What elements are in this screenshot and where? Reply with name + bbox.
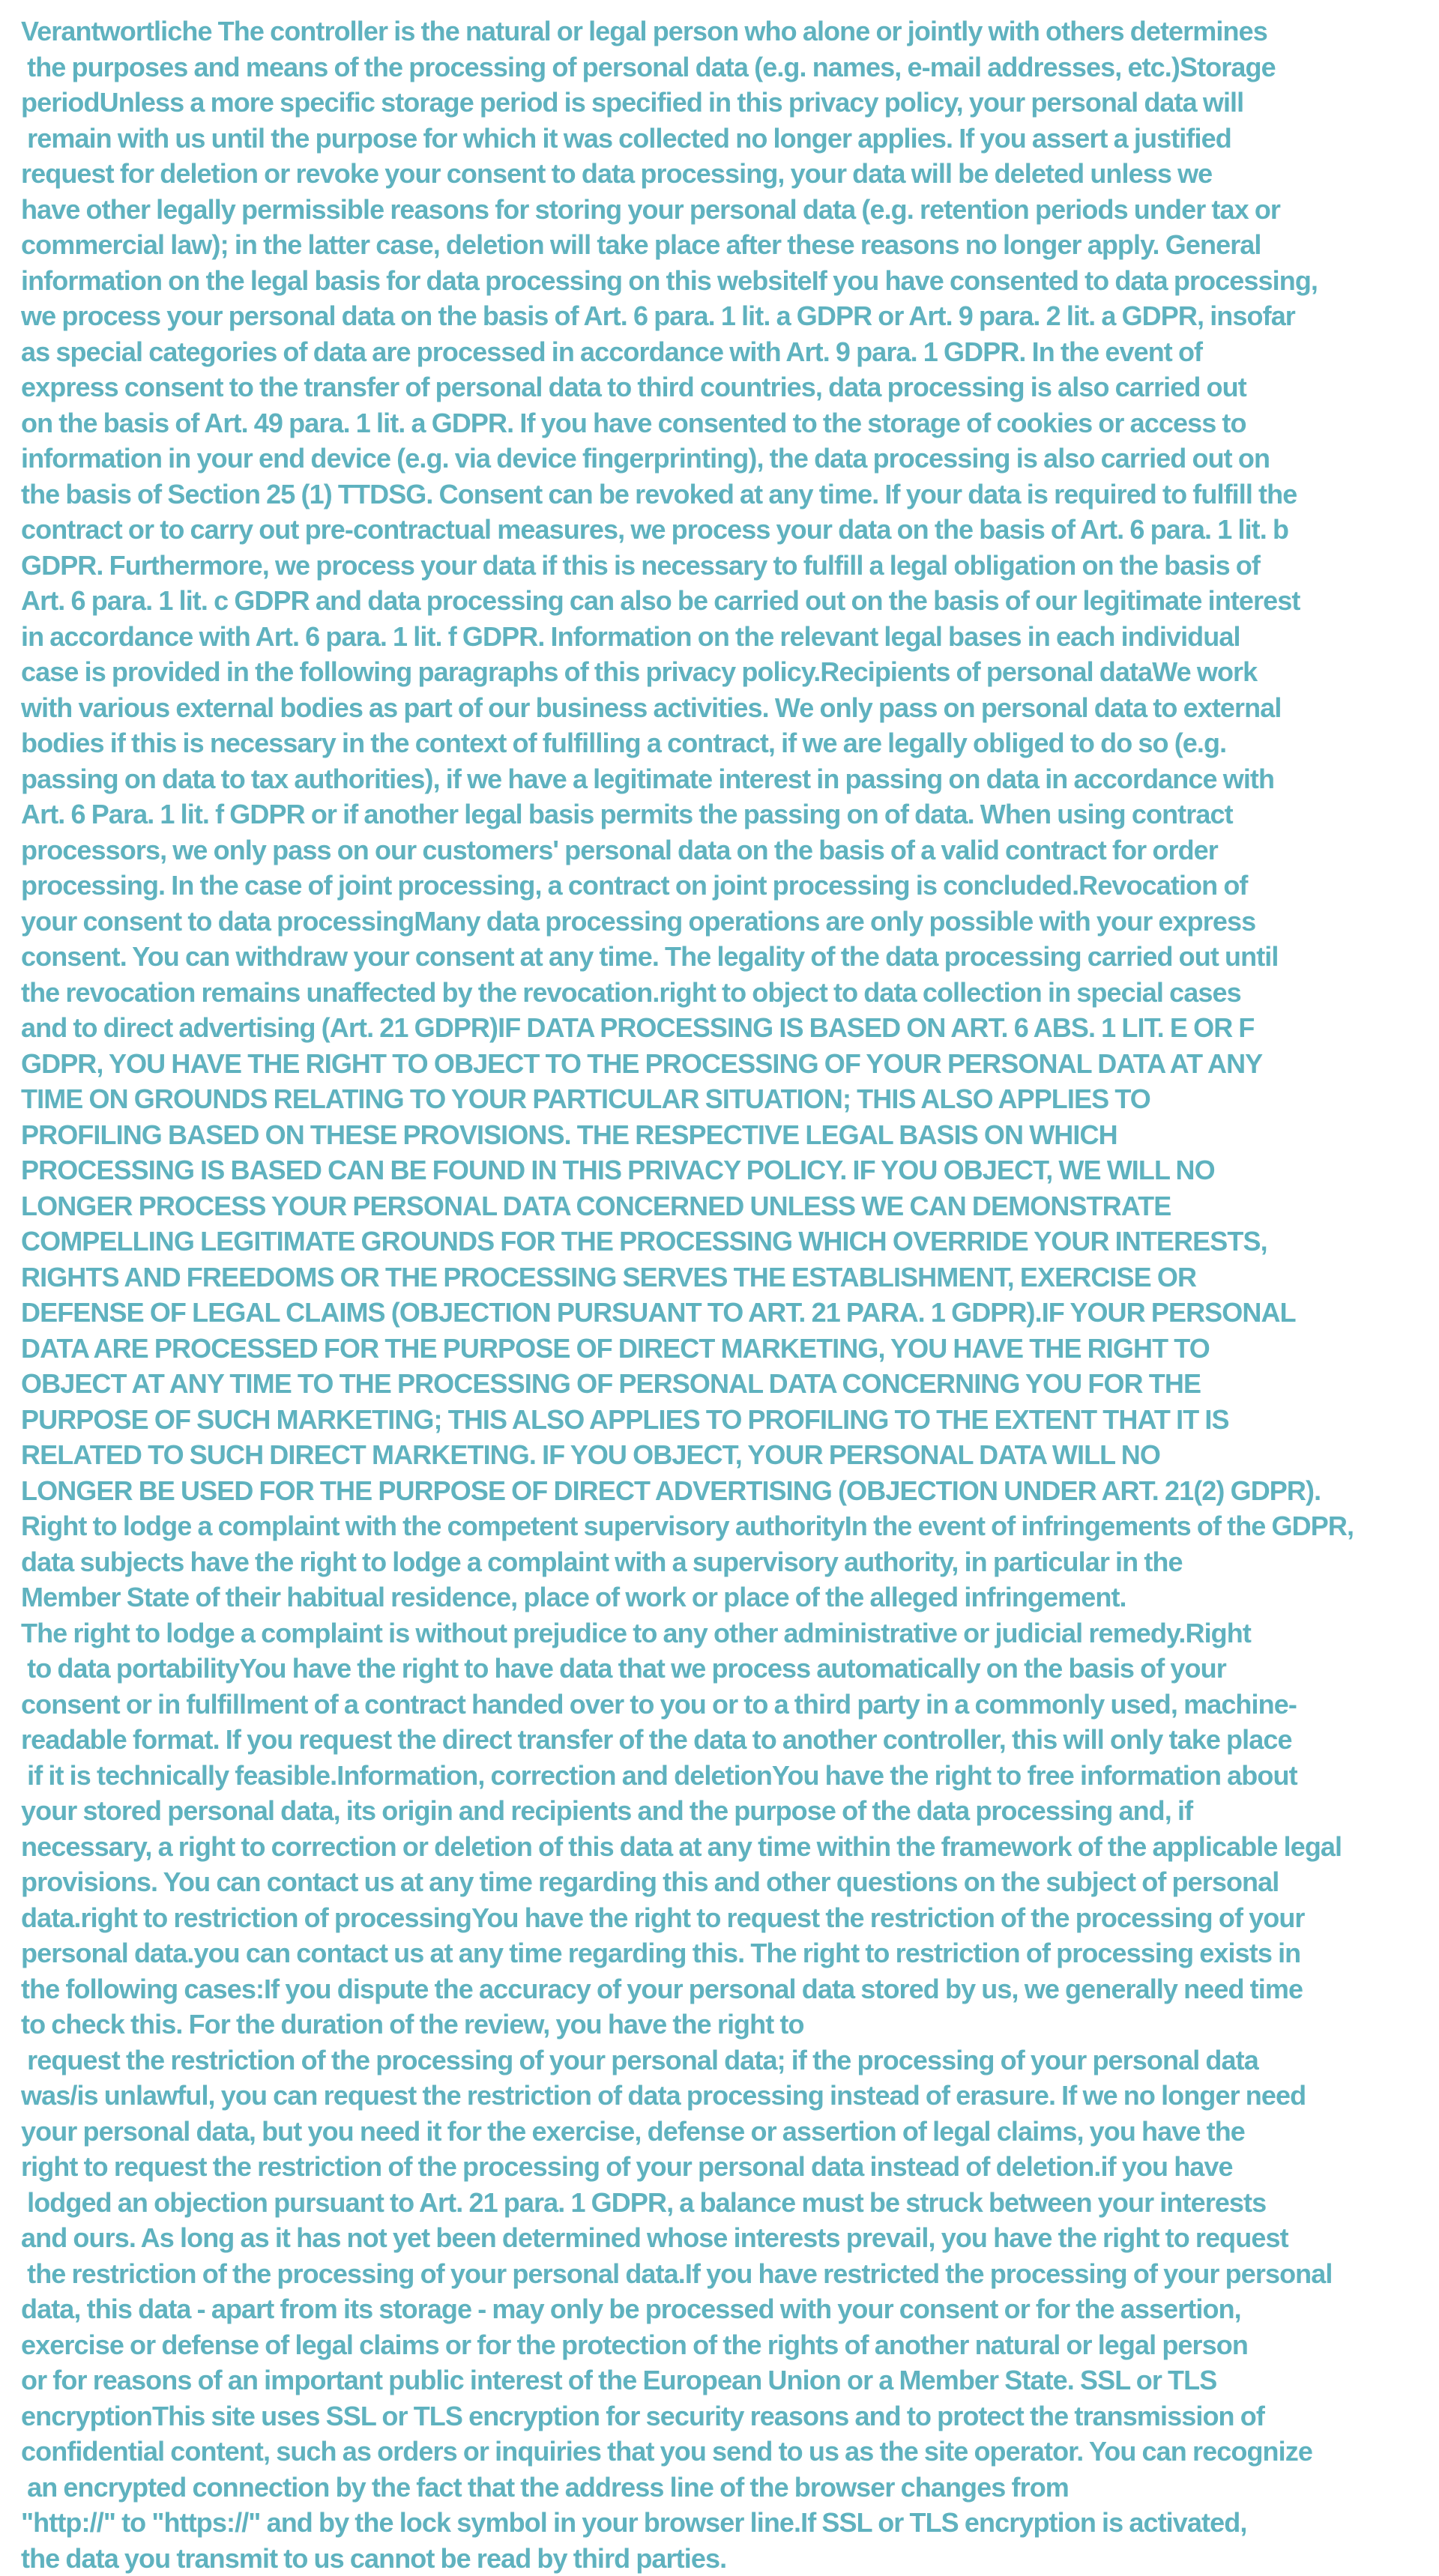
- text-line: RIGHTS AND FREEDOMS OR THE PROCESSING SE…: [21, 1260, 1430, 1295]
- text-line: PROFILING BASED ON THESE PROVISIONS. THE…: [21, 1117, 1430, 1153]
- text-line: periodUnless a more specific storage per…: [21, 85, 1430, 121]
- text-line: we process your personal data on the bas…: [21, 298, 1430, 334]
- text-line: GDPR. Furthermore, we process your data …: [21, 548, 1430, 584]
- text-line: the data you transmit to us cannot be re…: [21, 2541, 1430, 2576]
- text-line: The right to lodge a complaint is withou…: [21, 1615, 1430, 1651]
- text-line: necessary, a right to correction or dele…: [21, 1829, 1430, 1865]
- text-line: and ours. As long as it has not yet been…: [21, 2220, 1430, 2256]
- text-line: OBJECT AT ANY TIME TO THE PROCESSING OF …: [21, 1366, 1430, 1402]
- text-line: TIME ON GROUNDS RELATING TO YOUR PARTICU…: [21, 1081, 1430, 1117]
- text-line: Art. 6 para. 1 lit. c GDPR and data proc…: [21, 583, 1430, 619]
- text-line: exercise or defense of legal claims or f…: [21, 2327, 1430, 2363]
- text-line: Member State of their habitual residence…: [21, 1579, 1430, 1615]
- text-line: data subjects have the right to lodge a …: [21, 1544, 1430, 1580]
- text-line: request the restriction of the processin…: [21, 2043, 1430, 2078]
- text-line: commercial law); in the latter case, del…: [21, 227, 1430, 263]
- text-line: the basis of Section 25 (1) TTDSG. Conse…: [21, 477, 1430, 513]
- text-line: provisions. You can contact us at any ti…: [21, 1864, 1430, 1900]
- text-line: data.right to restriction of processingY…: [21, 1900, 1430, 1936]
- text-line: have other legally permissible reasons f…: [21, 192, 1430, 228]
- text-line: DATA ARE PROCESSED FOR THE PURPOSE OF DI…: [21, 1331, 1430, 1367]
- text-line: right to request the restriction of the …: [21, 2149, 1430, 2185]
- text-line: contract or to carry out pre-contractual…: [21, 512, 1430, 548]
- text-line: Right to lodge a complaint with the comp…: [21, 1508, 1430, 1544]
- text-line: remain with us until the purpose for whi…: [21, 121, 1430, 157]
- text-line: DEFENSE OF LEGAL CLAIMS (OBJECTION PURSU…: [21, 1295, 1430, 1331]
- text-line: and to direct advertising (Art. 21 GDPR)…: [21, 1010, 1430, 1046]
- text-line: as special categories of data are proces…: [21, 334, 1430, 370]
- text-line: the revocation remains unaffected by the…: [21, 975, 1430, 1011]
- text-line: information in your end device (e.g. via…: [21, 441, 1430, 477]
- text-line: the restriction of the processing of you…: [21, 2256, 1430, 2292]
- text-line: PURPOSE OF SUCH MARKETING; THIS ALSO APP…: [21, 1402, 1430, 1438]
- text-line: PROCESSING IS BASED CAN BE FOUND IN THIS…: [21, 1152, 1430, 1188]
- text-line: lodged an objection pursuant to Art. 21 …: [21, 2185, 1430, 2221]
- text-line: case is provided in the following paragr…: [21, 654, 1430, 690]
- text-line: the following cases:If you dispute the a…: [21, 1971, 1430, 2007]
- text-line: passing on data to tax authorities), if …: [21, 761, 1430, 797]
- text-line: RELATED TO SUCH DIRECT MARKETING. IF YOU…: [21, 1437, 1430, 1473]
- text-line: LONGER BE USED FOR THE PURPOSE OF DIRECT…: [21, 1473, 1430, 1509]
- text-line: was/is unlawful, you can request the res…: [21, 2078, 1430, 2114]
- text-line: an encrypted connection by the fact that…: [21, 2470, 1430, 2506]
- text-line: GDPR, YOU HAVE THE RIGHT TO OBJECT TO TH…: [21, 1046, 1430, 1082]
- text-line: your stored personal data, its origin an…: [21, 1793, 1430, 1829]
- text-line: or for reasons of an important public in…: [21, 2362, 1430, 2398]
- privacy-policy-text: Verantwortliche The controller is the na…: [21, 13, 1430, 2576]
- text-line: "http://" to "https://" and by the lock …: [21, 2505, 1430, 2541]
- text-line: personal data.you can contact us at any …: [21, 1935, 1430, 1971]
- text-line: encryptionThis site uses SSL or TLS encr…: [21, 2398, 1430, 2434]
- text-line: confidential content, such as orders or …: [21, 2434, 1430, 2470]
- text-line: your consent to data processingMany data…: [21, 904, 1430, 940]
- text-line: processing. In the case of joint process…: [21, 868, 1430, 904]
- text-line: with various external bodies as part of …: [21, 690, 1430, 726]
- text-line: if it is technically feasible.Informatio…: [21, 1758, 1430, 1794]
- text-line: to check this. For the duration of the r…: [21, 2007, 1430, 2043]
- text-line: data, this data - apart from its storage…: [21, 2291, 1430, 2327]
- text-line: the purposes and means of the processing…: [21, 49, 1430, 85]
- text-line: bodies if this is necessary in the conte…: [21, 725, 1430, 761]
- text-line: consent or in fulfillment of a contract …: [21, 1687, 1430, 1723]
- text-line: COMPELLING LEGITIMATE GROUNDS FOR THE PR…: [21, 1224, 1430, 1260]
- text-line: Art. 6 Para. 1 lit. f GDPR or if another…: [21, 796, 1430, 832]
- text-line: request for deletion or revoke your cons…: [21, 156, 1430, 192]
- text-line: Verantwortliche The controller is the na…: [21, 13, 1430, 49]
- text-line: on the basis of Art. 49 para. 1 lit. a G…: [21, 405, 1430, 441]
- text-line: processors, we only pass on our customer…: [21, 832, 1430, 868]
- text-line: information on the legal basis for data …: [21, 263, 1430, 299]
- text-line: your personal data, but you need it for …: [21, 2114, 1430, 2150]
- text-line: in accordance with Art. 6 para. 1 lit. f…: [21, 619, 1430, 655]
- text-line: readable format. If you request the dire…: [21, 1722, 1430, 1758]
- text-line: LONGER PROCESS YOUR PERSONAL DATA CONCER…: [21, 1188, 1430, 1224]
- text-line: to data portabilityYou have the right to…: [21, 1651, 1430, 1687]
- text-line: express consent to the transfer of perso…: [21, 369, 1430, 405]
- text-line: consent. You can withdraw your consent a…: [21, 939, 1430, 975]
